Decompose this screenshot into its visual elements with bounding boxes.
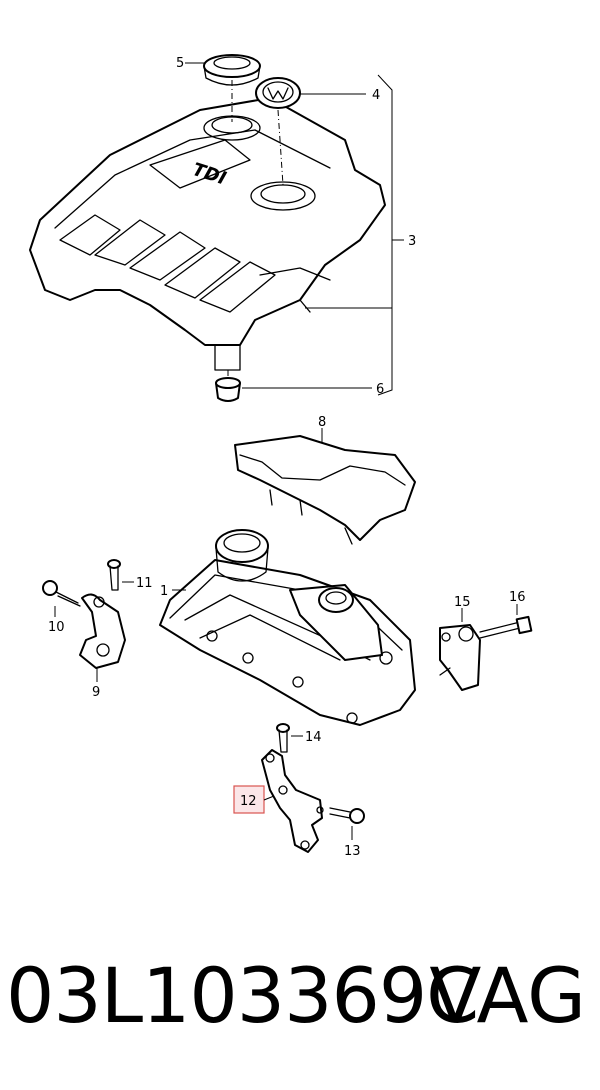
- callout-9: 9: [92, 685, 100, 700]
- bracket-part-12: [261, 749, 324, 853]
- exploded-parts-diagram: TDI: [29, 54, 533, 859]
- callout-15: 15: [454, 595, 471, 610]
- emblem-part-4: [255, 77, 301, 186]
- highlight-box-12: [233, 785, 265, 814]
- bracket-part-15: [439, 608, 481, 691]
- stud-part-11: [107, 559, 134, 591]
- callout-16: 16: [509, 590, 526, 605]
- oil-cap-part-5: [203, 54, 261, 122]
- callout-4: 4: [372, 88, 380, 103]
- bolt-part-16: [479, 604, 533, 639]
- bracket-part-9: [79, 593, 126, 682]
- callout-10: 10: [48, 620, 65, 635]
- callout-8: 8: [318, 415, 326, 430]
- callout-1: 1: [160, 584, 168, 599]
- callout-14: 14: [305, 730, 322, 745]
- stud-part-14: [276, 723, 303, 753]
- callout-5: 5: [176, 56, 184, 71]
- callout-11: 11: [136, 576, 153, 591]
- heat-shield-part-8: [234, 428, 416, 545]
- callout-12: 12: [240, 794, 257, 809]
- part-number: 03L103369C: [6, 951, 479, 1040]
- callout-6: 6: [376, 382, 384, 397]
- grommet-part-6: [215, 370, 241, 402]
- valve-cover-part-1: [159, 529, 416, 726]
- callout-3: 3: [408, 234, 416, 249]
- brand-name: VAG: [429, 951, 586, 1040]
- bolt-part-13: [329, 807, 365, 840]
- engine-cover: TDI: [29, 97, 386, 371]
- callout-13: 13: [344, 844, 361, 859]
- bolt-part-10: [42, 580, 81, 617]
